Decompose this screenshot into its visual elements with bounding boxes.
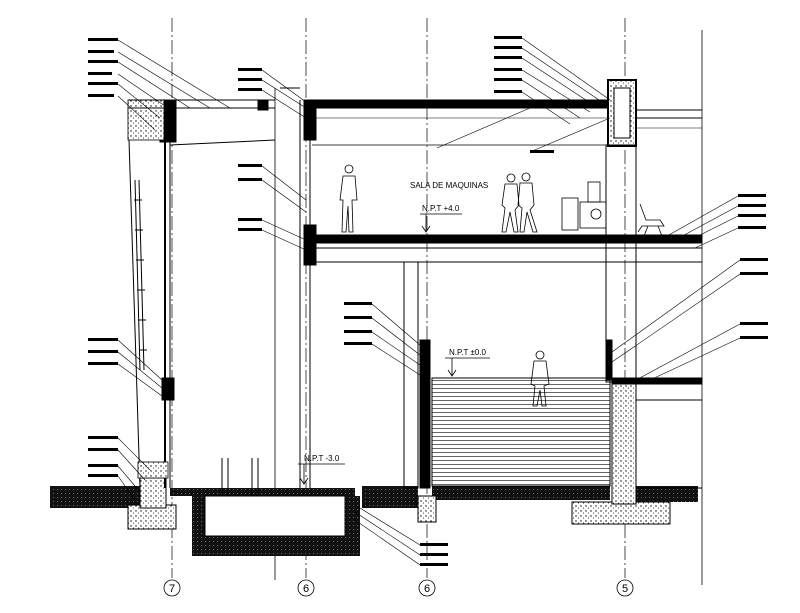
right-landing — [611, 377, 703, 489]
axis-label-5: 5 — [622, 583, 628, 595]
axis-label-6-left: 6 — [303, 583, 309, 595]
machine-room-floor — [305, 234, 703, 263]
level-label-upper: N.P.T +4.0 — [422, 204, 460, 213]
person-figure-left — [339, 164, 358, 233]
footings — [127, 381, 671, 530]
level-mark-upper — [420, 213, 462, 233]
axis-bubble-5: 5 — [616, 579, 634, 597]
axis-bubble-7: 7 — [163, 579, 181, 597]
main-stairs — [431, 377, 611, 487]
axis-label-7: 7 — [169, 583, 175, 595]
axis-bubble-6-left: 6 — [297, 579, 315, 597]
room-label: SALA DE MAQUINAS — [410, 181, 488, 190]
level-label-basement: N.P.T -3.0 — [304, 454, 340, 463]
annotation-label-blocks-right — [494, 36, 768, 339]
person-figure-stairs — [530, 350, 550, 407]
level-label-ground: N.P.T ±0.0 — [449, 348, 487, 357]
annotation-label-blocks-left — [88, 38, 448, 566]
roof-slab — [305, 79, 702, 147]
axis-label-6-right: 6 — [424, 583, 430, 595]
basement-pit — [204, 458, 346, 537]
person-figure-pair — [501, 172, 538, 233]
level-mark-basement — [298, 463, 345, 485]
annotation-leaders-right — [436, 37, 741, 381]
left-wall — [127, 99, 276, 489]
left-facade-panels — [134, 179, 147, 371]
axis-bubble-6-right: 6 — [418, 579, 436, 597]
machinery-equipment — [561, 181, 665, 237]
annotation-leaders-left — [117, 39, 421, 566]
axis-6-wall — [280, 87, 317, 488]
level-mark-ground — [445, 357, 490, 377]
